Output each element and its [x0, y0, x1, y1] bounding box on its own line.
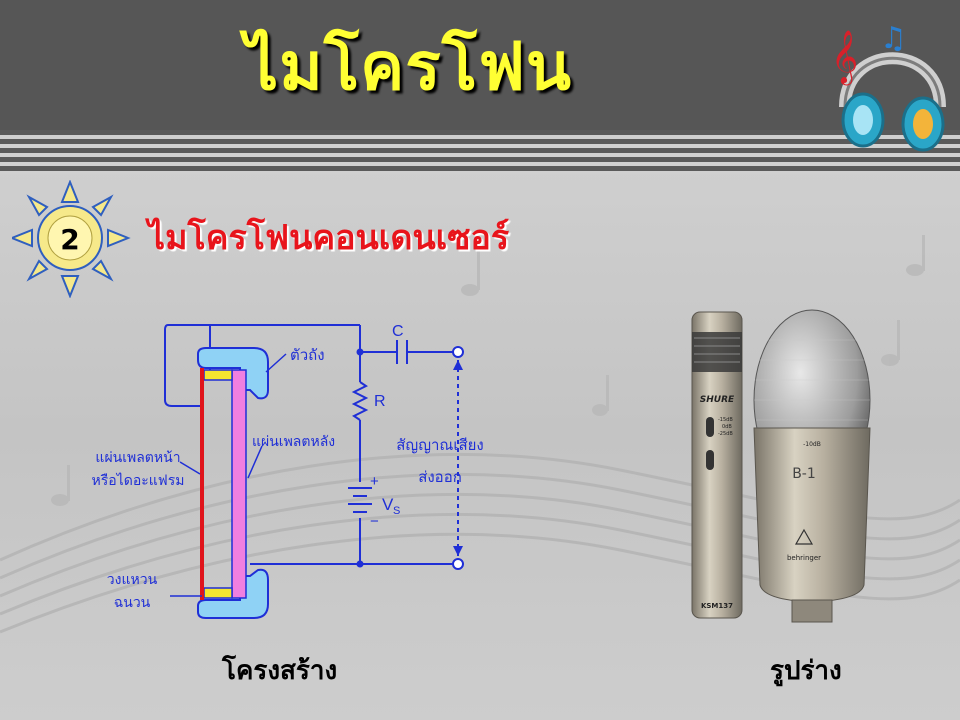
- signal-label-line2: ส่งออก: [418, 468, 462, 486]
- junction-dot: [356, 560, 364, 568]
- mic-connector: [791, 599, 833, 623]
- front-plate-label-line2: หรือไดอะแฟรม: [92, 472, 185, 489]
- output-terminal-bottom: [452, 558, 464, 570]
- condenser-structure-diagram: ตัวถัง C R แผ่นเพลตหลัง แผ่นเพลตหน้า หรื…: [92, 323, 484, 619]
- pad-switch: [706, 417, 714, 437]
- insulator-ring-bottom: [203, 587, 233, 599]
- filter-switch: [706, 450, 714, 470]
- output-terminal-top: [452, 346, 464, 358]
- battery-minus-sign: −: [370, 513, 379, 530]
- section-badge: 2: [12, 180, 131, 298]
- signal-arrow-up: [453, 360, 463, 370]
- circuit-wires: [164, 324, 459, 565]
- capacitor-label: C: [392, 323, 404, 340]
- treble-clef-icon: 𝄞: [831, 29, 858, 85]
- headphones-icon: 𝄞 ♫: [831, 21, 946, 152]
- behringer-brand-text: behringer: [787, 554, 821, 562]
- section-subtitle: ไมโครโฟนคอนเดนเซอร์: [148, 218, 510, 258]
- resistor-label: R: [374, 393, 386, 410]
- pad-label-1: -15dB: [718, 417, 733, 423]
- back-plate: [231, 369, 247, 599]
- pad-label-3: -25dB: [718, 431, 733, 437]
- ring-label-line1: วงแหวน: [107, 572, 158, 588]
- pencil-condenser-microphone: SHURE -15dB 0dB -25dB KSM137: [691, 311, 743, 619]
- insulator-ring-top: [203, 369, 233, 381]
- support-housing-top: [197, 347, 269, 400]
- shure-brand-text: SHURE: [700, 395, 735, 405]
- support-housing-bottom: [197, 568, 269, 619]
- back-plate-label: แผ่นเพลตหลัง: [252, 434, 335, 450]
- pad-right-text: -10dB: [803, 441, 821, 448]
- shape-caption: รูปร่าง: [770, 656, 842, 686]
- section-number: 2: [60, 223, 79, 256]
- header-bar: [0, 0, 960, 130]
- signal-arrow-down: [453, 546, 463, 556]
- b1-model-text: B-1: [792, 466, 816, 482]
- junction-dot: [356, 348, 364, 356]
- pad-label-2: 0dB: [722, 424, 732, 430]
- battery-plus-sign: +: [370, 473, 379, 490]
- front-plate-label-line1: แผ่นเพลตหน้า: [95, 450, 180, 466]
- battery-label: V: [382, 495, 394, 514]
- behringer-logo: [794, 528, 814, 545]
- structure-caption: โครงสร้าง: [222, 656, 338, 686]
- music-note-icon: ♫: [880, 21, 907, 56]
- microphone-photo: SHURE -15dB 0dB -25dB KSM137 -10dB B-1 b…: [691, 309, 871, 623]
- slide-title: ไมโครโฟน: [245, 28, 573, 105]
- battery-subscript: S: [393, 505, 400, 517]
- large-diaphragm-microphone: -10dB B-1 behringer: [753, 309, 871, 623]
- signal-label-line1: สัญญาณเสียง: [396, 436, 483, 454]
- header-stripes: [0, 130, 960, 174]
- support-label: ตัวถัง: [290, 346, 325, 364]
- ksm-model-text: KSM137: [701, 602, 733, 610]
- ring-label-line2: ฉนวน: [114, 595, 151, 611]
- diaphragm: [200, 368, 204, 600]
